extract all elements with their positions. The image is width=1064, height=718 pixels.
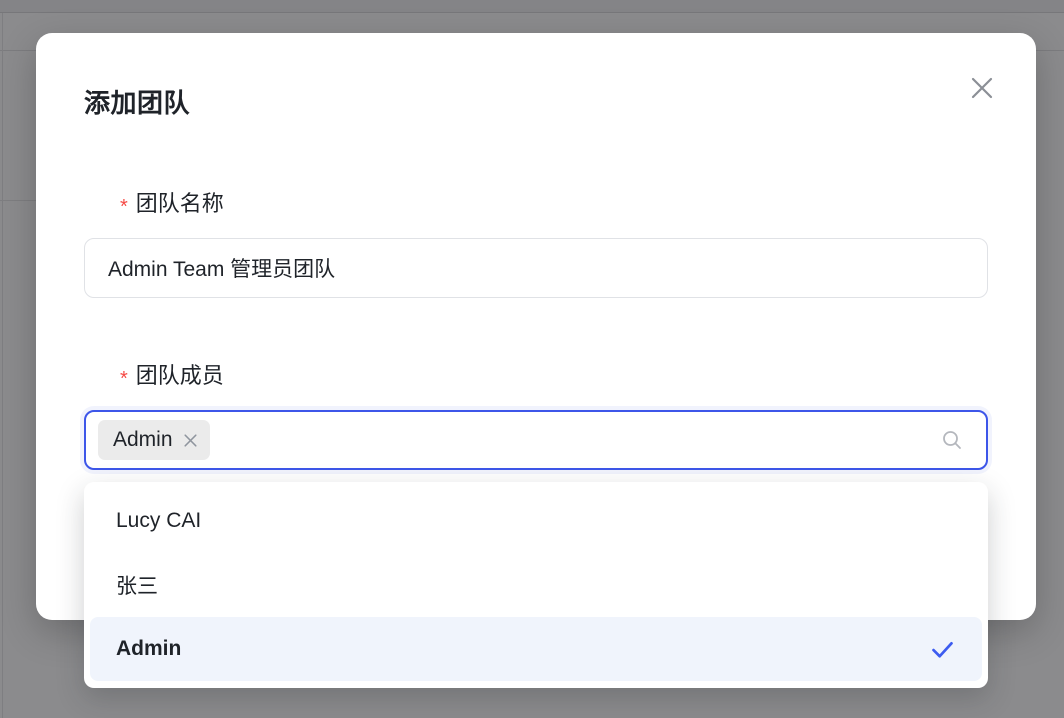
required-mark: *	[120, 196, 128, 218]
background-divider	[2, 13, 3, 718]
team-name-input[interactable]	[84, 238, 988, 298]
selected-member-tag: Admin	[98, 420, 210, 460]
required-mark: *	[120, 368, 128, 390]
remove-tag-button[interactable]	[182, 432, 199, 449]
close-icon	[182, 432, 199, 449]
close-button[interactable]	[965, 71, 999, 105]
tag-label: Admin	[113, 428, 173, 451]
team-name-label: * 团队名称	[120, 186, 224, 218]
close-icon	[968, 74, 996, 102]
dropdown-option-selected[interactable]: Admin	[90, 617, 982, 681]
team-members-label-text: 团队成员	[135, 363, 224, 388]
background-top-bar	[0, 0, 1064, 13]
team-members-select[interactable]: Admin	[84, 410, 988, 470]
option-label: Admin	[116, 637, 182, 660]
modal-title: 添加团队	[84, 88, 191, 118]
dropdown-option[interactable]: 张三	[116, 575, 158, 598]
background-divider	[0, 200, 36, 201]
dropdown-option[interactable]: Lucy CAI	[116, 509, 202, 532]
check-icon	[929, 636, 956, 663]
team-name-label-text: 团队名称	[135, 191, 224, 216]
team-members-label: * 团队成员	[120, 358, 224, 390]
member-options-dropdown: Lucy CAI 张三 Admin	[84, 482, 988, 688]
search-icon	[940, 428, 964, 452]
